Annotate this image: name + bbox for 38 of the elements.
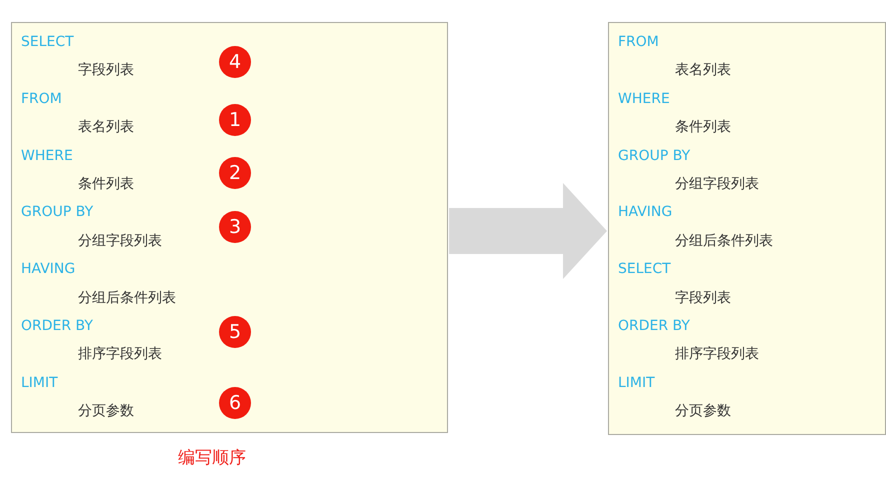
step-number-circle: 1: [219, 104, 251, 136]
block-arrow: [449, 183, 607, 279]
sql-keyword: HAVING: [618, 204, 672, 220]
sql-keyword: ORDER BY: [21, 318, 93, 334]
sql-keyword: FROM: [21, 90, 62, 107]
clause-content: 条件列表: [675, 119, 731, 136]
clause-content: 分组字段列表: [675, 176, 759, 192]
sql-keyword: SELECT: [618, 261, 671, 278]
clause-content: 分组字段列表: [78, 232, 162, 249]
clause-content: 字段列表: [675, 290, 731, 306]
clause-content: 字段列表: [78, 62, 134, 78]
sql-keyword: FROM: [618, 34, 659, 50]
sql-keyword: LIMIT: [618, 374, 655, 391]
clause-content: 分组后条件列表: [675, 232, 773, 249]
sql-keyword: HAVING: [21, 261, 76, 278]
sql-keyword: GROUP BY: [618, 148, 690, 164]
clause-content: 表名列表: [675, 62, 731, 78]
code-panel: [11, 22, 448, 433]
sql-keyword: ORDER BY: [618, 318, 690, 334]
code-panel: [608, 22, 886, 435]
clause-content: 分页参数: [78, 403, 134, 420]
step-number-circle: 4: [219, 46, 251, 78]
step-number-circle: 2: [219, 157, 251, 189]
clause-content: 条件列表: [78, 176, 134, 192]
step-number-circle: 5: [219, 316, 251, 348]
clause-content: 排序字段列表: [675, 346, 759, 362]
clause-content: 分页参数: [675, 403, 731, 420]
sql-keyword: WHERE: [21, 148, 73, 164]
clause-content: 分组后条件列表: [78, 290, 176, 306]
caption: 编写顺序: [178, 447, 246, 469]
sql-keyword: GROUP BY: [21, 204, 94, 220]
sql-keyword: LIMIT: [21, 374, 58, 391]
sql-keyword: WHERE: [618, 90, 670, 107]
step-number-circle: 6: [219, 387, 251, 419]
clause-content: 表名列表: [78, 119, 134, 136]
step-number-circle: 3: [219, 211, 251, 243]
clause-content: 排序字段列表: [78, 346, 162, 362]
sql-keyword: SELECT: [21, 34, 74, 50]
